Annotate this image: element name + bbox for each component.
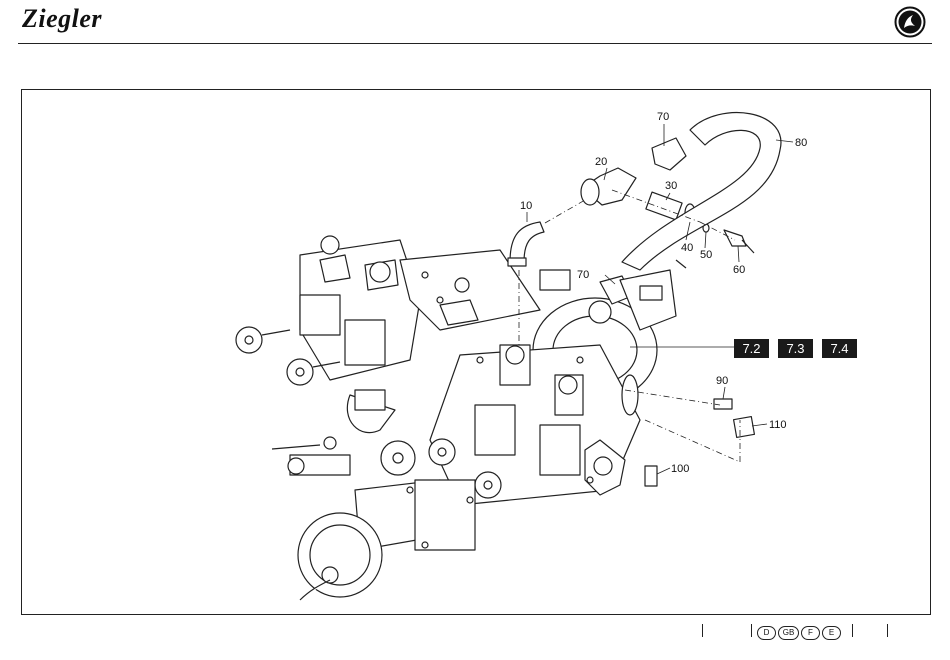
callout-90: 90 (716, 375, 728, 387)
callout-110: 110 (769, 419, 787, 431)
reference-box-7-2[interactable]: 7.2 (734, 339, 769, 358)
language-badge-d[interactable]: D (757, 626, 776, 640)
callout-50: 50 (700, 249, 712, 261)
callout-70-lower: 70 (577, 269, 589, 281)
reference-box-7-4[interactable]: 7.4 (822, 339, 857, 358)
callout-80: 80 (795, 137, 807, 149)
callout-40: 40 (681, 242, 693, 254)
footer-divider (751, 624, 752, 637)
callout-60: 60 (733, 264, 745, 276)
footer-divider (887, 624, 888, 637)
footer-divider (702, 624, 703, 637)
callout-100: 100 (671, 463, 689, 475)
callout-70-top: 70 (657, 111, 669, 123)
callout-10: 10 (520, 200, 532, 212)
language-badge-e[interactable]: E (822, 626, 841, 640)
language-badge-f[interactable]: F (801, 626, 820, 640)
reference-box-7-3[interactable]: 7.3 (778, 339, 813, 358)
callout-30: 30 (665, 180, 677, 192)
callout-20: 20 (595, 156, 607, 168)
language-badge-gb[interactable]: GB (778, 626, 799, 640)
footer-divider (852, 624, 853, 637)
